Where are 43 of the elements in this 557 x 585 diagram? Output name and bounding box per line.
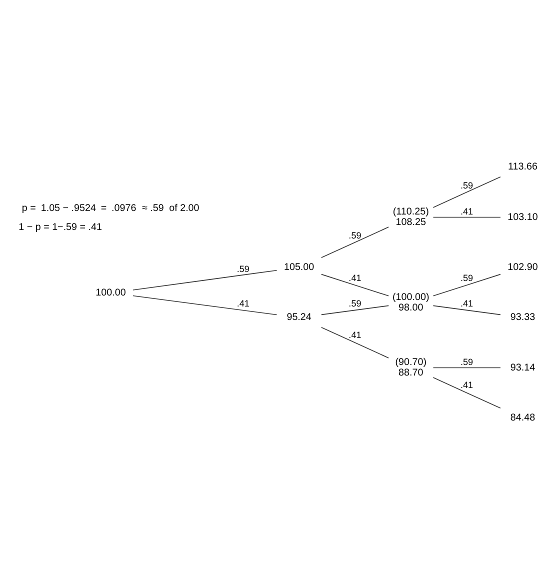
connector: [132, 270, 278, 290]
connector: [320, 226, 390, 258]
node-text: 100.00: [96, 287, 126, 298]
connector: [432, 176, 501, 208]
connector: [432, 367, 501, 368]
label: 1.05 − .9524: [40, 203, 96, 214]
edge-label: .41: [236, 298, 250, 309]
connector: [432, 305, 501, 316]
node-text: 113.66: [508, 162, 538, 173]
edge-label: .59: [460, 180, 474, 190]
label: 1 − p = 1−.59 = .41: [18, 222, 102, 234]
node-text: 103.10: [508, 212, 538, 223]
label: p =: [22, 203, 36, 214]
node-text: 102.90: [508, 262, 538, 273]
node-text: (100.00) 98.00: [392, 292, 430, 314]
edge-label: .41: [460, 206, 474, 217]
label: =: [100, 203, 107, 214]
node-text: (110.25) 108.25: [392, 206, 429, 228]
label: of 2.00: [169, 203, 200, 214]
node-text: 93.33: [510, 312, 536, 324]
edge-label: .59: [460, 357, 474, 368]
connector: [432, 377, 501, 409]
connector: [320, 326, 390, 358]
label: ≈ .59: [142, 203, 164, 214]
edge-label: .41: [348, 330, 362, 340]
edge-label: .41: [348, 273, 362, 284]
node-text: 84.48: [510, 412, 536, 424]
connector: [432, 216, 501, 218]
connector: [320, 274, 390, 296]
edge-label: .59: [460, 273, 474, 284]
edge-label: .59: [236, 264, 250, 274]
label: .0976: [112, 203, 136, 214]
node-text: 95.24: [286, 312, 312, 324]
edge-label: .59: [348, 298, 362, 309]
connector: [320, 305, 390, 316]
node-text: 105.00: [284, 262, 314, 273]
node-text: (90.70) 88.70: [395, 356, 427, 379]
connector: [432, 274, 501, 296]
connector: [132, 295, 278, 316]
node-text: 93.14: [510, 362, 536, 374]
edge-label: .41: [460, 380, 474, 390]
edge-label: .59: [348, 230, 362, 240]
edge-label: .41: [460, 298, 474, 309]
